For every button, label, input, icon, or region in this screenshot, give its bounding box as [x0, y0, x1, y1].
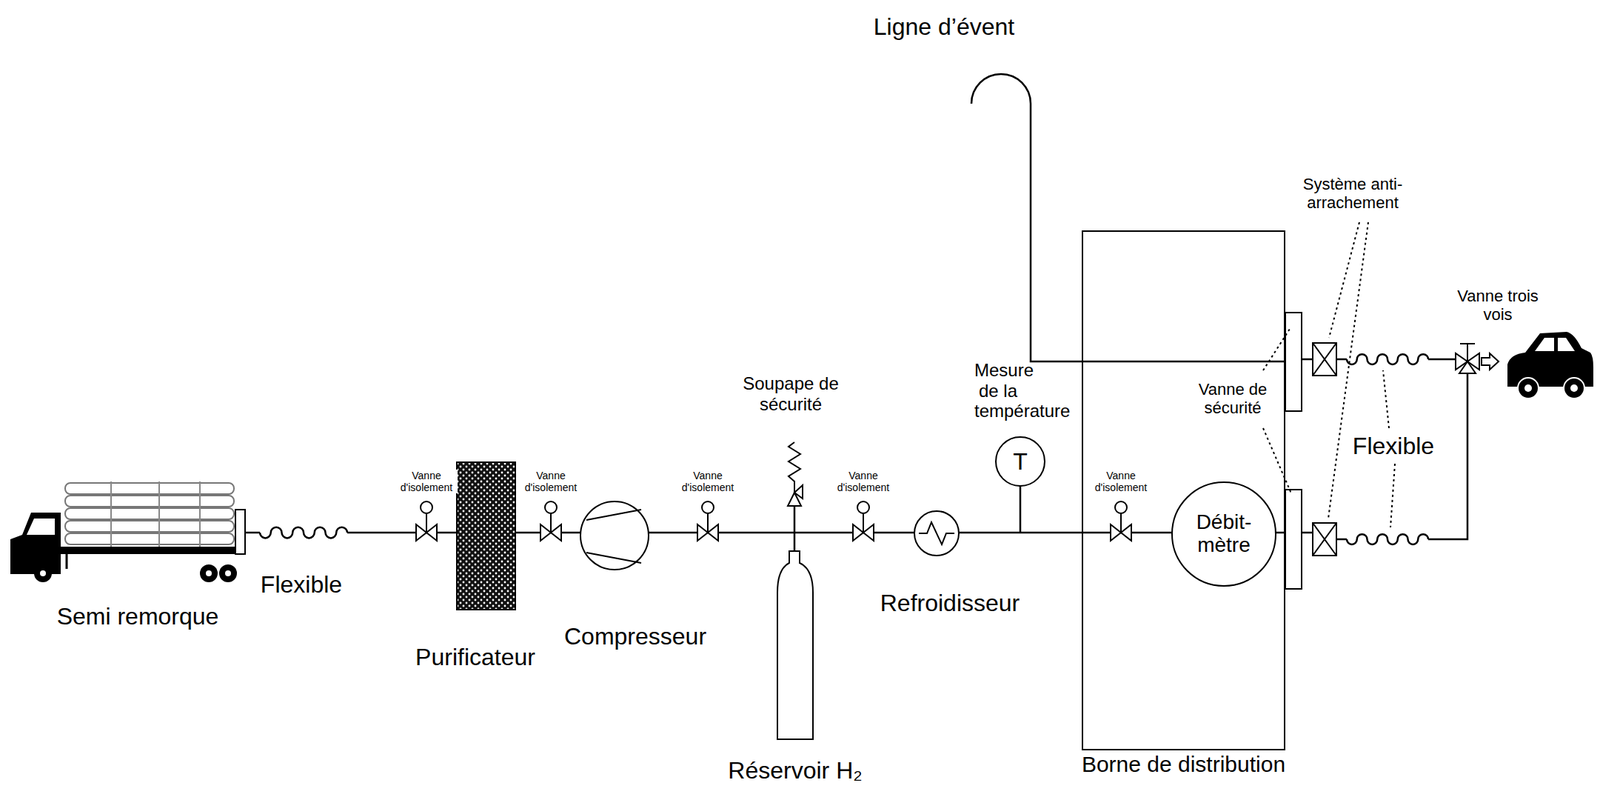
vent-label: Ligne d’évent — [872, 13, 1016, 41]
breakaway-coupling — [1312, 342, 1337, 556]
valve-label: Vanne d'isolement — [519, 469, 582, 494]
sensor-heading: Mesure de la température — [974, 359, 1022, 422]
box-heading: Borne de distribution — [1081, 751, 1286, 777]
isolation-valve — [852, 501, 874, 541]
isolation-valve — [540, 501, 562, 541]
flexible-hose — [1346, 353, 1429, 365]
pipe — [793, 505, 796, 533]
safety-valve — [787, 442, 803, 506]
valve-label: Vanne d'isolement — [1089, 469, 1153, 494]
part-label: Refroidisseur — [878, 589, 1022, 617]
compressor-symbol — [580, 501, 649, 570]
three-way-valve — [1455, 343, 1499, 374]
part-label: Flexible — [1351, 432, 1436, 460]
safety-valve-block — [1285, 489, 1302, 589]
car-icon — [1507, 331, 1594, 399]
pipe — [793, 532, 796, 551]
sensor-circle: Mesure de la températureT — [995, 436, 1046, 487]
box-text: Débit- mètre — [1172, 510, 1275, 557]
part-label: Compresseur — [562, 622, 708, 651]
part-label: Soupape de sécurité — [735, 373, 847, 414]
flexible-hose — [259, 527, 348, 539]
sensor-stem — [1019, 484, 1022, 533]
truck-illustration — [10, 481, 246, 582]
vent-line — [971, 74, 1286, 362]
valve-label: Vanne d'isolement — [832, 469, 895, 494]
part-label: Système anti- arrachement — [1297, 174, 1409, 213]
valve-label: Vanne d'isolement — [676, 469, 739, 494]
part-label: Vanne trois vois — [1449, 286, 1546, 325]
part-label: Purificateur — [413, 643, 537, 671]
isolation-valve — [697, 501, 719, 541]
valve-label: Vanne d'isolement — [395, 469, 458, 494]
part-label: Flexible — [259, 570, 344, 599]
isolation-valve — [416, 501, 437, 541]
flexible-hose — [1346, 533, 1429, 545]
part-label: Vanne de sécurité — [1192, 379, 1274, 418]
leader-line — [1263, 222, 1395, 528]
part-label: Semi remorque — [55, 602, 221, 631]
isolation-valve — [1110, 501, 1132, 541]
cooler-symbol — [914, 510, 959, 556]
flowmeter-circle: Débit- mètre — [1171, 481, 1277, 587]
part-label: Réservoir H₂ — [726, 756, 864, 785]
safety-valve-block — [1285, 312, 1302, 411]
h2-tank — [777, 550, 813, 739]
purifier — [456, 462, 516, 610]
sensor-symbol: T — [1012, 449, 1028, 474]
